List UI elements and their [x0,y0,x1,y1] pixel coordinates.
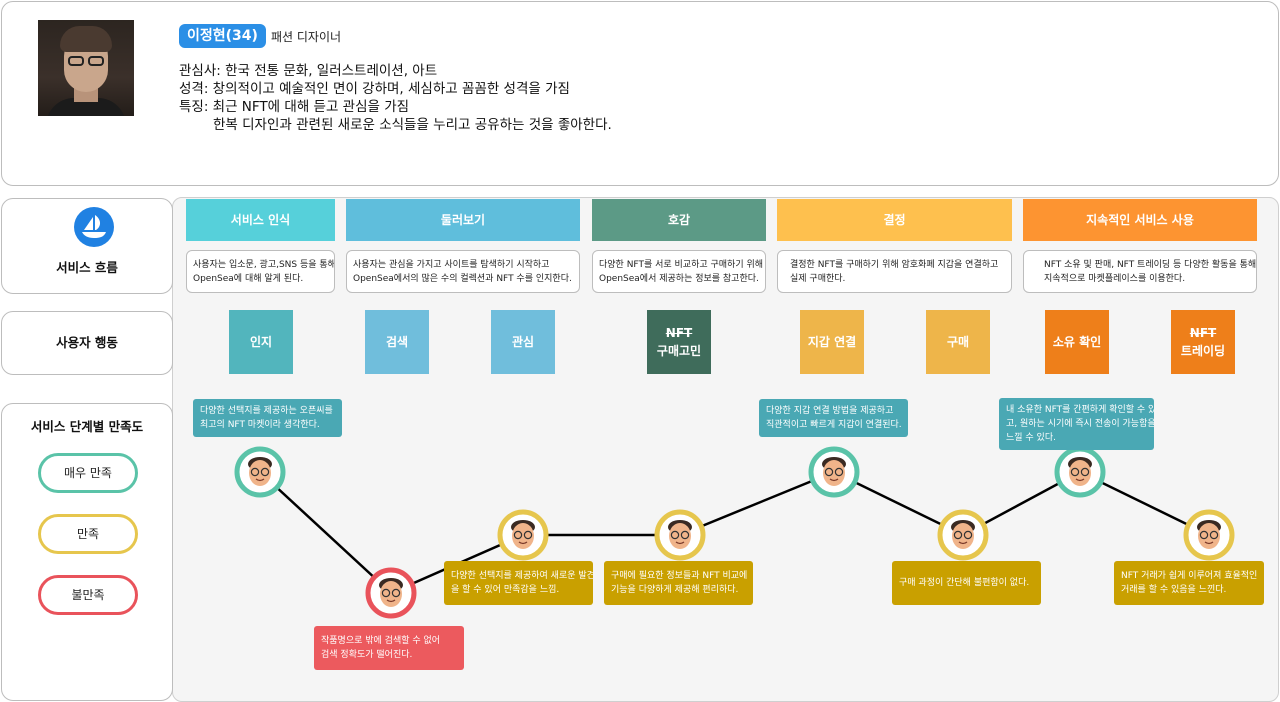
desc-line: 실제 구매한다. [790,274,846,284]
legend-very-satisfied: 매우 만족 [38,453,138,493]
action-label: NFT [1189,326,1217,340]
desc-line: 결정한 NFT를 구매하기 위해 암호화폐 지갑을 연결하고 [790,260,999,270]
desc-line: OpenSea에서의 많은 수의 컬렉션과 NFT 수를 인지한다. [353,274,572,284]
note-line: 다양한 선택지를 제공하는 오픈씨를 [200,406,333,416]
note-line: NFT 거래가 쉽게 이루어져 효율적인 [1121,571,1258,581]
action-wallet-connect: 지갑 연결 [800,310,864,374]
note-line: 작품명으로 밖에 검색할 수 없어 [321,636,441,646]
stage-decision: 결정 [777,199,1012,241]
note-line: 구매에 필요한 정보들과 NFT 비교에 [611,571,748,581]
note-search: 작품명으로 밖에 검색할 수 없어 검색 정확도가 떨어진다. [314,626,464,670]
stage-awareness: 서비스 인식 [186,199,335,241]
stage-continued-use-desc: NFT 소유 및 판매, NFT 트레이딩 등 다양한 활동을 통해 지속적으로… [1023,250,1257,293]
action-label: 구매고민 [656,344,702,358]
note-line: 기능을 다양하게 제공해 편리하다. [611,585,739,595]
note-line: 내 소유한 NFT를 간편하게 확인할 수 있 [1006,405,1154,415]
satisfaction-point-4 [654,509,706,561]
row-label-service-flow-text: 서비스 흐름 [56,260,118,275]
action-purchase: 구매 [926,310,990,374]
persona-personality: 성격: 창의적이고 예술적인 면이 강하며, 세심하고 꼼꼼한 성격을 가짐 [179,81,570,97]
persona-job: 패션 디자이너 [271,30,342,44]
action-awareness: 인지 [229,310,293,374]
row-label-satisfaction-text: 서비스 단계별 만족도 [30,419,144,434]
persona-details: 관심사: 한국 전통 문화, 일러스트레이션, 아트 성격: 창의적이고 예술적… [179,62,612,134]
stage-decision-desc: 결정한 NFT를 구매하기 위해 암호화폐 지갑을 연결하고 실제 구매한다. [777,250,1012,293]
stage-continued-use: 지속적인 서비스 사용 [1023,199,1257,241]
desc-line: OpenSea에서 제공하는 정보를 참고한다. [599,274,759,284]
note-line: 다양한 선택지를 제공하여 새로운 발견 [451,571,593,581]
action-label: 구매 [946,335,970,349]
note-line: 을 할 수 있어 만족감을 느낌. [451,585,560,595]
satisfaction-point-8 [1183,509,1235,561]
stage-browsing-desc: 사용자는 관심을 가지고 사이트를 탐색하기 시작하고 OpenSea에서의 많… [346,250,580,293]
persona-interests: 관심사: 한국 전통 문화, 일러스트레이션, 아트 [179,63,438,79]
note-trading: NFT 거래가 쉽게 이루어져 효율적인 거래를 할 수 있음을 느낀다. [1114,561,1264,605]
stage-browsing: 둘러보기 [346,199,580,241]
note-line: 느낄 수 있다. [1006,433,1056,443]
desc-line: NFT 소유 및 판매, NFT 트레이딩 등 다양한 활동을 통해 [1044,260,1257,270]
stage-interest: 호감 [592,199,766,241]
note-line: 다양한 지갑 연결 방법을 제공하고 [766,406,894,416]
note-line: 검색 정확도가 떨어진다. [321,650,413,660]
note-line: 직관적이고 빠르게 지갑이 연결된다. [766,420,902,430]
action-trading: NFT 트레이딩 [1171,310,1235,374]
note-awareness: 다양한 선택지를 제공하는 오픈씨를 최고의 NFT 마켓이라 생각한다. [193,399,342,437]
persona-trait-continued: 한복 디자인과 관련된 새로운 소식들을 누리고 공유하는 것을 좋아한다. [213,117,612,133]
note-purchase-consider: 구매에 필요한 정보들과 NFT 비교에 기능을 다양하게 제공해 편리하다. [604,561,753,605]
legend-unsatisfied: 불만족 [38,575,138,615]
action-label: NFT [665,326,693,340]
note-line: 거래를 할 수 있음을 느낀다. [1121,585,1227,595]
satisfaction-point-5 [808,446,860,498]
stage-awareness-desc: 사용자는 입소문, 광고,SNS 등을 통해 OpenSea에 대해 알게 된다… [186,250,335,293]
satisfaction-point-6 [937,509,989,561]
persona-trait: 특징: 최근 NFT에 대해 듣고 관심을 가짐 [179,99,410,115]
desc-line: 사용자는 관심을 가지고 사이트를 탐색하기 시작하고 [353,260,550,270]
row-label-user-action: 사용자 행동 [1,311,173,375]
note-wallet-connect: 다양한 지갑 연결 방법을 제공하고 직관적이고 빠르게 지갑이 연결된다. [759,399,908,437]
row-label-user-action-text: 사용자 행동 [56,335,118,350]
note-purchase: 구매 과정이 간단해 불편함이 없다. [892,561,1041,605]
note-line: 최고의 NFT 마켓이라 생각한다. [200,420,320,430]
action-search: 검색 [365,310,429,374]
satisfaction-point-2 [365,567,417,619]
action-label: 인지 [249,335,273,349]
satisfaction-point-3 [497,509,549,561]
note-line: 고, 원하는 시기에 즉시 전송이 가능함을 [1006,419,1154,429]
action-label: 지갑 연결 [807,335,857,349]
satisfaction-point-1 [234,446,286,498]
satisfaction-point-7 [1054,446,1106,498]
action-purchase-consider: NFT 구매고민 [647,310,711,374]
action-label: 소유 확인 [1052,335,1102,349]
desc-line: 사용자는 입소문, 광고,SNS 등을 통해 [193,260,335,270]
persona-photo [38,20,134,116]
action-label: 검색 [385,335,409,349]
action-interest: 관심 [491,310,555,374]
persona-name-badge: 이정현(34) [179,24,266,48]
note-interest: 다양한 선택지를 제공하여 새로운 발견 을 할 수 있어 만족감을 느낌. [444,561,593,605]
stage-interest-desc: 다양한 NFT를 서로 비교하고 구매하기 위해 OpenSea에서 제공하는 … [592,250,766,293]
desc-line: OpenSea에 대해 알게 된다. [193,274,304,284]
note-ownership-check: 내 소유한 NFT를 간편하게 확인할 수 있 고, 원하는 시기에 즉시 전송… [999,398,1154,450]
note-line: 구매 과정이 간단해 불편함이 없다. [899,578,1030,588]
desc-line: 지속적으로 마켓플레이스를 이용한다. [1044,274,1186,284]
desc-line: 다양한 NFT를 서로 비교하고 구매하기 위해 [599,260,764,270]
action-label: 관심 [511,335,535,349]
legend-satisfied: 만족 [38,514,138,554]
action-ownership-check: 소유 확인 [1045,310,1109,374]
action-label: 트레이딩 [1180,344,1226,358]
opensea-logo-icon [74,207,114,247]
